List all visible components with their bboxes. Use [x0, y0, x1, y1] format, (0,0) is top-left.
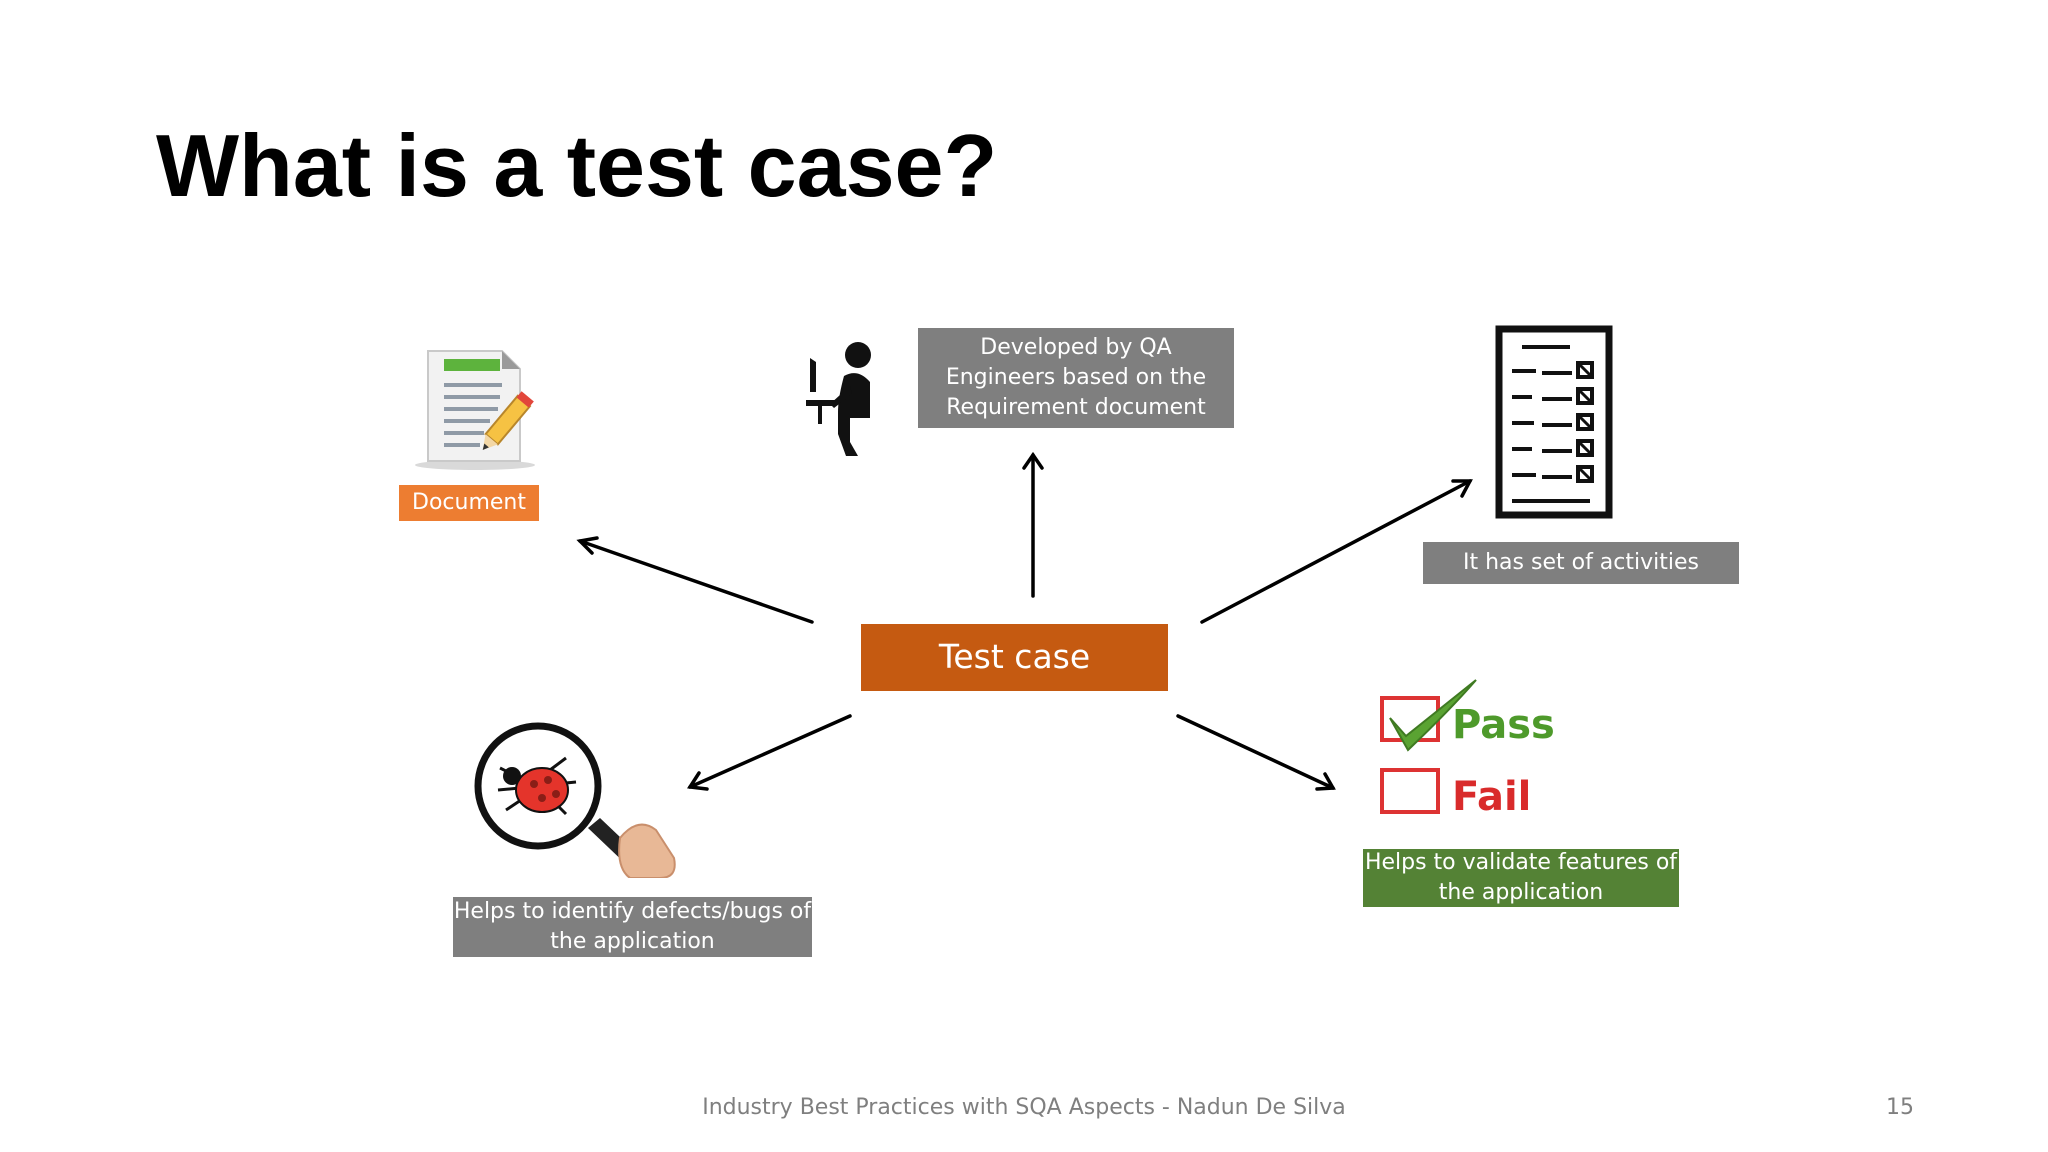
footer-text: Industry Best Practices with SQA Aspects… — [702, 1095, 1346, 1120]
pass-text: Pass — [1452, 702, 1555, 748]
person-at-computer-icon — [806, 342, 871, 456]
pass-fail-checkbox-icon: Pass Fail — [1380, 679, 1555, 820]
arrow-to-document — [576, 536, 814, 624]
magnifier-bug-icon — [474, 722, 676, 878]
test-case-center-box: Test case — [861, 624, 1168, 691]
arrow-to-defects — [687, 714, 852, 791]
arrow-to-qa — [1022, 451, 1044, 598]
activities-label: It has set of activities — [1423, 542, 1739, 584]
arrow-to-pass-fail — [1176, 714, 1336, 791]
document-icon — [415, 350, 535, 470]
bug-icon — [497, 756, 577, 816]
page-number: 15 — [1886, 1095, 1914, 1120]
validate-label: Helps to validate features of the applic… — [1363, 849, 1679, 907]
checklist-icon — [1495, 325, 1613, 519]
defects-label: Helps to identify defects/bugs of the ap… — [453, 897, 812, 957]
page-title: What is a test case? — [156, 116, 998, 215]
arrow-to-activities — [1200, 479, 1473, 624]
qa-engineers-label: Developed by QA Engineers based on the R… — [918, 328, 1234, 428]
document-label: Document — [399, 485, 539, 521]
fail-text: Fail — [1452, 774, 1531, 820]
check-icon — [1389, 679, 1477, 752]
